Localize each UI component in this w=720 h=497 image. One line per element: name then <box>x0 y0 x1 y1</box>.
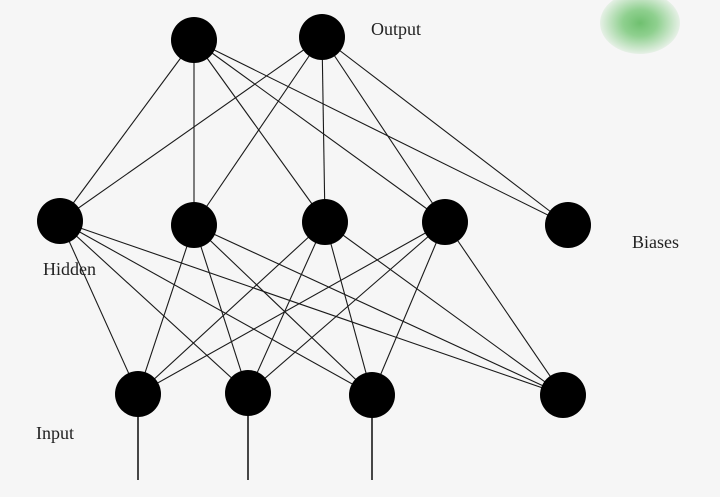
hidden-node-h4 <box>422 199 468 245</box>
edge-o2-h3 <box>321 36 326 223</box>
output-node-o2 <box>299 14 345 60</box>
edge-h1-i1 <box>59 220 139 395</box>
green-glow-spot <box>600 0 680 54</box>
output-node-o1 <box>171 17 217 63</box>
hidden-layer-label: Hidden <box>43 259 96 279</box>
input-node-i3 <box>349 372 395 418</box>
edge-h4-b_i <box>444 221 564 396</box>
hidden-node-h1 <box>37 198 83 244</box>
edge-h1-i3 <box>59 220 373 396</box>
output-layer-label: Output <box>371 19 422 39</box>
edge-h1-b_i <box>59 220 564 396</box>
edge-o2-h4 <box>321 36 446 223</box>
input-node-i1 <box>115 371 161 417</box>
input-node-i2 <box>225 370 271 416</box>
edge-h4-i2 <box>247 221 446 394</box>
edge-layer <box>59 36 569 396</box>
edge-h2-i1 <box>137 224 195 395</box>
edge-h1-i2 <box>59 220 249 394</box>
edge-h3-i1 <box>137 221 326 395</box>
edge-o1-h4 <box>193 39 446 223</box>
input-bias-node-b_i <box>540 372 586 418</box>
edge-h3-b_i <box>324 221 564 396</box>
edge-o1-b_h <box>193 39 569 226</box>
biases-label: Biases <box>632 232 679 252</box>
edge-h3-i2 <box>247 221 326 394</box>
hidden-bias-node-b_h <box>545 202 591 248</box>
edge-o1-h3 <box>193 39 326 223</box>
hidden-node-h3 <box>302 199 348 245</box>
edge-o1-h1 <box>59 39 195 222</box>
edge-h3-i3 <box>324 221 373 396</box>
edge-h2-i3 <box>193 224 373 396</box>
edge-h4-i3 <box>371 221 446 396</box>
input-layer-label: Input <box>36 423 74 443</box>
edge-o2-h1 <box>59 36 323 222</box>
edge-h4-i1 <box>137 221 446 395</box>
edge-o2-b_h <box>321 36 569 226</box>
edge-h2-i2 <box>193 224 249 394</box>
node-layer <box>37 14 591 418</box>
edge-h2-b_i <box>193 224 564 396</box>
hidden-node-h2 <box>171 202 217 248</box>
edge-o2-h2 <box>193 36 323 226</box>
